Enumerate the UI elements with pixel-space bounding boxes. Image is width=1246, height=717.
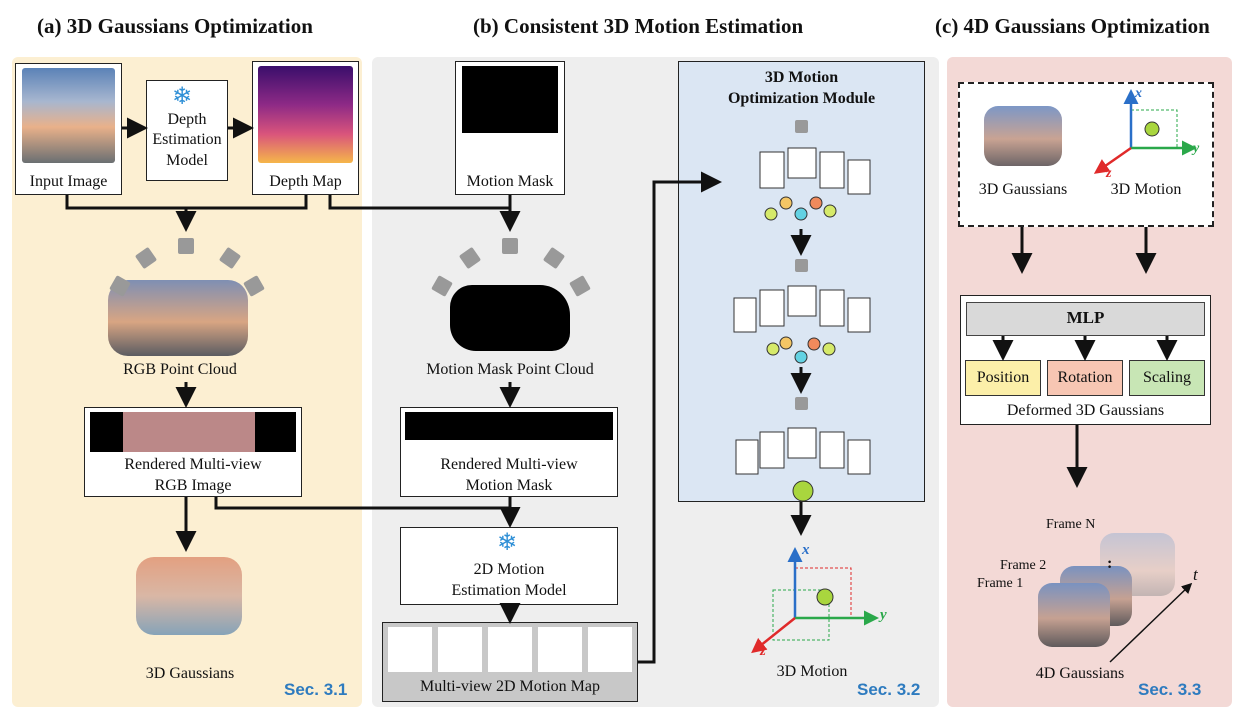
gaussians-4d-label: 4D Gaussians bbox=[1035, 665, 1125, 682]
frame-2-label: Frame 2 bbox=[1000, 558, 1047, 573]
motion-mask-label: Motion Mask bbox=[466, 173, 554, 190]
merge-to-rgb-cloud bbox=[65, 195, 308, 210]
rendered-rgb-line1: Rendered Multi-view bbox=[124, 456, 262, 473]
camera-icons-a bbox=[109, 238, 265, 297]
module-stage-3 bbox=[735, 427, 871, 502]
depth-map-label: Depth Map bbox=[269, 173, 342, 190]
rendered-mask-line1: Rendered Multi-view bbox=[440, 456, 578, 473]
rgb-point-cloud-image bbox=[108, 280, 248, 356]
motion-3d-label: 3D Motion bbox=[776, 663, 848, 680]
depth-model-line3: Model bbox=[166, 152, 208, 169]
motion-model-line1: 2D Motion bbox=[473, 561, 545, 578]
motion-map-frames bbox=[388, 627, 632, 672]
depth-model-line2: Estimation bbox=[152, 131, 222, 148]
motion-3d-axes-c bbox=[1093, 89, 1197, 174]
gaussians-3d-image bbox=[136, 557, 242, 635]
axis-y-label-b: y bbox=[880, 607, 887, 623]
map-to-module bbox=[638, 171, 722, 664]
gaussians-3d-label: 3D Gaussians bbox=[145, 665, 235, 682]
motion-mask-image bbox=[462, 66, 558, 162]
time-axis-arrow bbox=[1109, 582, 1193, 663]
gaussians-thumb bbox=[984, 106, 1062, 166]
mlp-bar: MLP bbox=[966, 302, 1205, 336]
depthmap-to-mask-cloud bbox=[328, 195, 510, 210]
module-title-line1: 3D Motion bbox=[764, 69, 839, 86]
axis-x-label-b: x bbox=[802, 542, 810, 558]
module-title-line2: Optimization Module bbox=[727, 90, 876, 107]
frame-1-image bbox=[1038, 583, 1110, 647]
sec-3-3: Sec. 3.3 bbox=[1138, 680, 1202, 699]
frame-1-label: Frame 1 bbox=[977, 576, 1024, 591]
sec-3-2: Sec. 3.2 bbox=[857, 680, 921, 699]
frame-dots: : bbox=[1107, 555, 1113, 572]
sec-3-1: Sec. 3.1 bbox=[284, 680, 348, 699]
rendered-rgb-line2: RGB Image bbox=[154, 477, 232, 494]
depth-model-box bbox=[146, 80, 228, 181]
panel-a-title: (a) 3D Gaussians Optimization bbox=[37, 14, 313, 38]
depth-model-line1: Depth bbox=[167, 111, 207, 128]
motion-model-line2: Estimation Model bbox=[451, 582, 567, 599]
panel-b-title: (b) Consistent 3D Motion Estimation bbox=[473, 14, 804, 38]
module-stage-2 bbox=[733, 285, 871, 364]
camera-icons-b bbox=[431, 238, 591, 297]
frame-n-label: Frame N bbox=[1046, 517, 1096, 532]
mask-point-cloud-image bbox=[450, 285, 570, 351]
module-stage-1 bbox=[759, 147, 871, 221]
rendered-rgb-strip bbox=[90, 412, 296, 452]
panel-c-title: (c) 4D Gaussians Optimization bbox=[935, 14, 1210, 38]
snowflake-icon-2: ❄ bbox=[497, 528, 518, 556]
time-axis-label: t bbox=[1193, 565, 1198, 584]
scaling-chip: Scaling bbox=[1129, 360, 1205, 396]
depth-map-image bbox=[258, 66, 353, 163]
rgb-point-cloud-label: RGB Point Cloud bbox=[123, 361, 237, 378]
input-image bbox=[22, 68, 115, 163]
gaussians-thumb-label: 3D Gaussians bbox=[978, 181, 1068, 198]
motion-thumb-label: 3D Motion bbox=[1110, 181, 1182, 198]
rendered-mask-strip bbox=[405, 412, 613, 452]
motion-map-label: Multi-view 2D Motion Map bbox=[420, 678, 600, 695]
axis-x-label-c: x bbox=[1135, 86, 1142, 101]
mask-point-cloud-label: Motion Mask Point Cloud bbox=[426, 361, 594, 378]
rendered-rgb-to-model bbox=[214, 497, 510, 510]
deformed-label: Deformed 3D Gaussians bbox=[1006, 402, 1165, 419]
motion-3d-axes-b bbox=[751, 547, 879, 654]
rendered-mask-line2: Motion Mask bbox=[465, 477, 553, 494]
snowflake-icon: ❄ bbox=[172, 82, 193, 110]
input-image-label: Input Image bbox=[29, 173, 108, 190]
module-cameras bbox=[795, 120, 808, 410]
